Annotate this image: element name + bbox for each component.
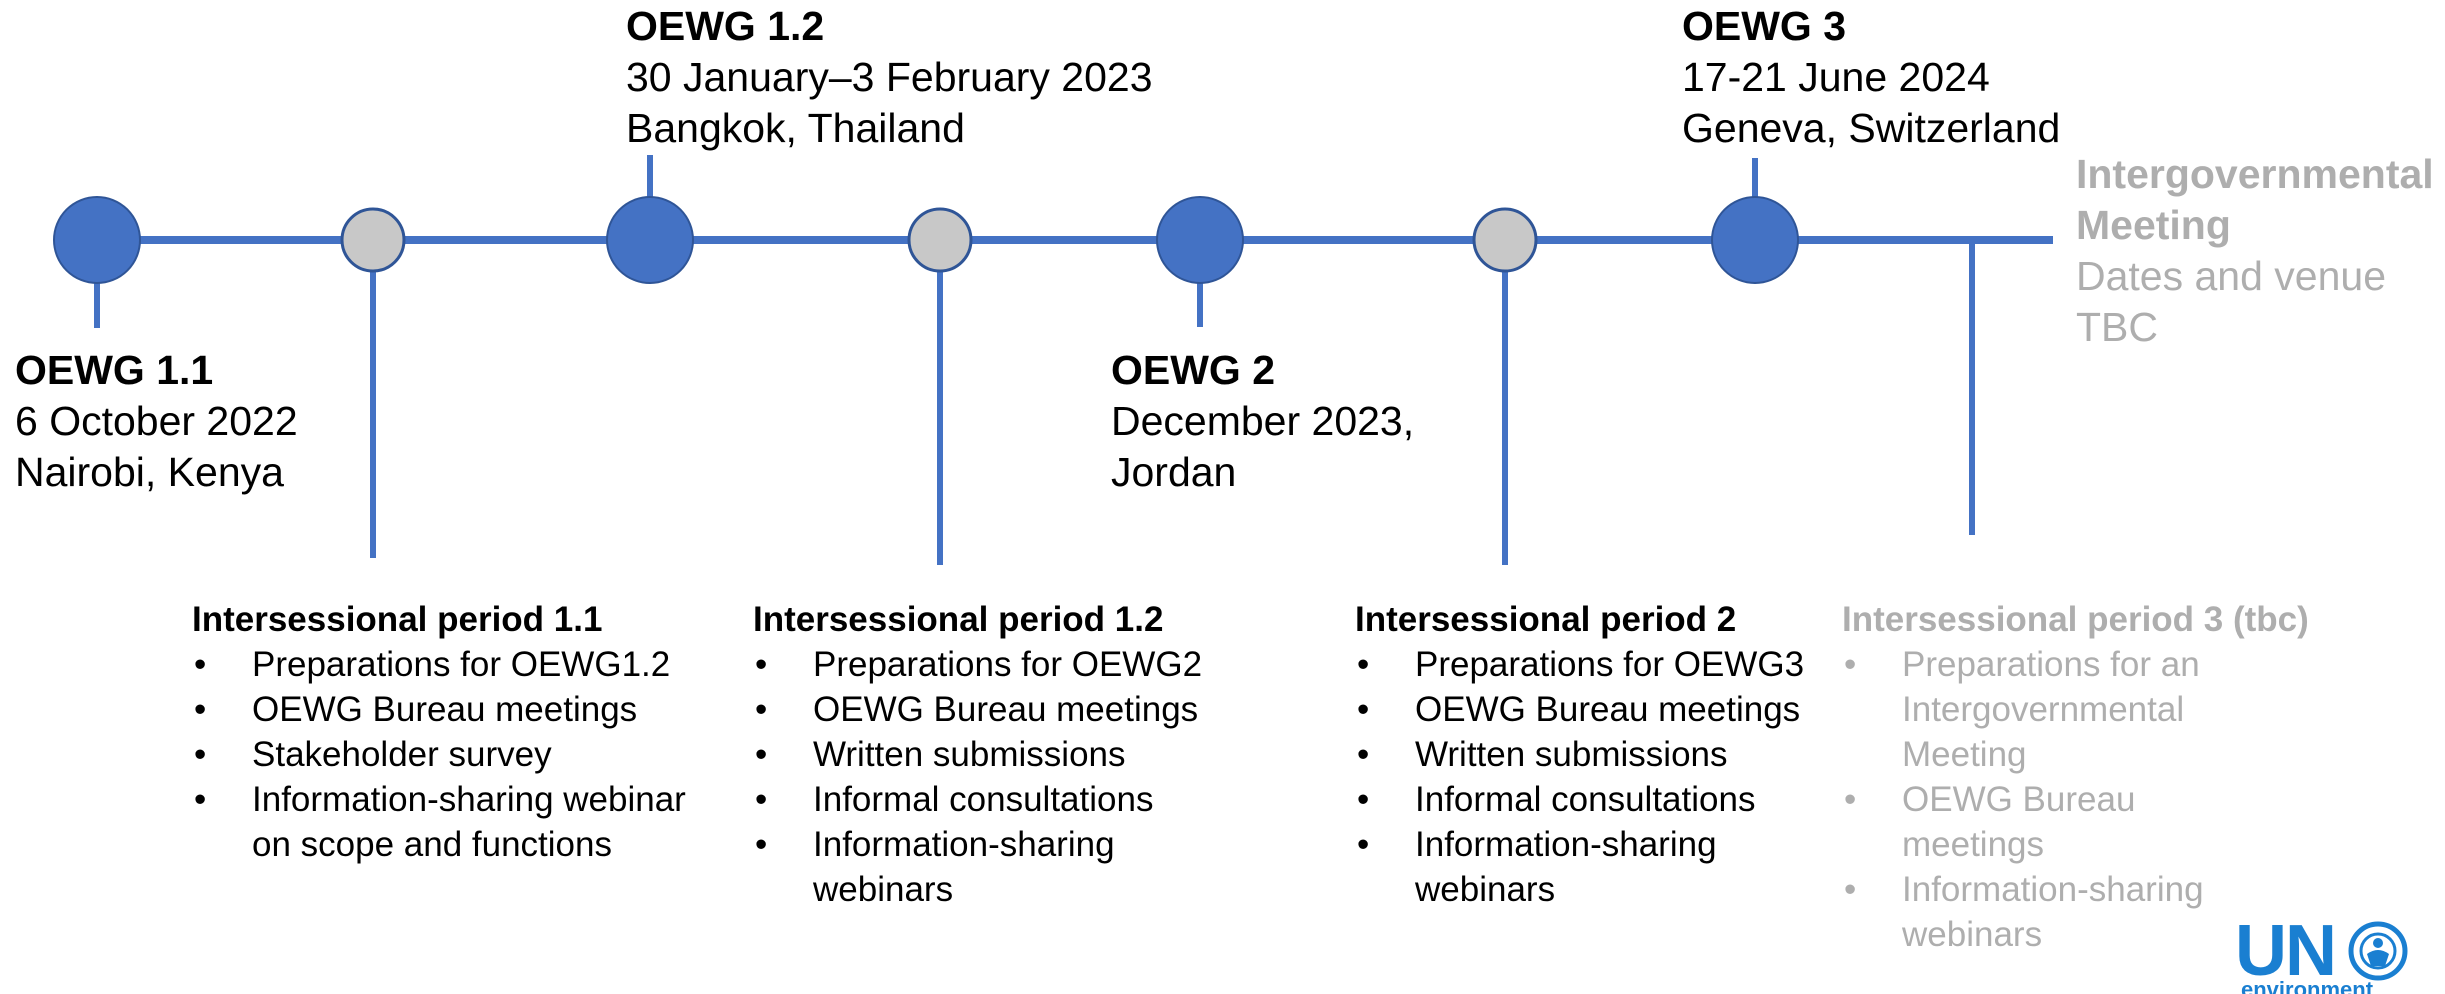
list-item: Preparations for OEWG3 — [1355, 642, 1805, 687]
period-task-list: Preparations for an Intergovernmental Me… — [1842, 642, 2282, 957]
un-environment-emblem-icon — [2348, 921, 2408, 981]
node-oewg-1-1 — [53, 196, 141, 284]
meeting-venue: Dates and venue TBC — [2076, 253, 2387, 350]
list-item: Information-sharing webinars — [753, 822, 1203, 912]
period-2: Intersessional period 2 Preparations for… — [1355, 597, 1805, 912]
list-item: Written submissions — [753, 732, 1203, 777]
period-task-list: Preparations for OEWG1.2 OEWG Bureau mee… — [192, 642, 712, 867]
logo-mark: UN — [2235, 915, 2337, 991]
list-item: Informal consultations — [753, 777, 1203, 822]
node-period-1-2 — [907, 207, 973, 273]
meeting-venue: Jordan — [1111, 449, 1237, 495]
node-period-2 — [1472, 207, 1538, 273]
period-1-2: Intersessional period 1.2 Preparations f… — [753, 597, 1203, 912]
node-oewg-2 — [1156, 196, 1244, 284]
meeting-oewg-3: OEWG 3 17-21 June 2024 Geneva, Switzerla… — [1682, 1, 2060, 154]
list-item: Information-sharing webinars — [1355, 822, 1805, 912]
meeting-venue: Nairobi, Kenya — [15, 449, 284, 495]
period-title: Intersessional period 2 — [1355, 600, 1737, 639]
meeting-date: 6 October 2022 — [15, 398, 298, 444]
meeting-title: OEWG 1.1 — [15, 347, 214, 393]
meeting-oewg-1-2: OEWG 1.2 30 January–3 February 2023 Bang… — [626, 1, 1153, 154]
meeting-title: Intergovernmental Meeting — [2076, 151, 2434, 248]
meeting-title: OEWG 2 — [1111, 347, 1276, 393]
period-title: Intersessional period 1.2 — [753, 600, 1164, 639]
list-item: Preparations for OEWG2 — [753, 642, 1203, 687]
period-task-list: Preparations for OEWG3 OEWG Bureau meeti… — [1355, 642, 1805, 912]
list-item: Written submissions — [1355, 732, 1805, 777]
meeting-venue: Geneva, Switzerland — [1682, 105, 2061, 151]
node-oewg-1-2 — [606, 196, 694, 284]
period-title: Intersessional period 3 (tbc) — [1842, 600, 2309, 639]
meeting-date: December 2023, — [1111, 398, 1415, 444]
list-item: Information-sharing webinar on scope and… — [192, 777, 712, 867]
meeting-date: 17-21 June 2024 — [1682, 54, 1990, 100]
meeting-intergovernmental: Intergovernmental Meeting Dates and venu… — [2076, 149, 2442, 353]
period-task-list: Preparations for OEWG2 OEWG Bureau meeti… — [753, 642, 1203, 912]
list-item: Preparations for OEWG1.2 — [192, 642, 712, 687]
list-item: OEWG Bureau meetings — [753, 687, 1203, 732]
period-1-1: Intersessional period 1.1 Preparations f… — [192, 597, 712, 867]
meeting-title: OEWG 3 — [1682, 3, 1847, 49]
list-item: Information-sharing webinars — [1842, 867, 2282, 957]
un-environment-logo: UN environment — [2235, 915, 2435, 994]
node-period-1-1 — [340, 207, 406, 273]
list-item: OEWG Bureau meetings — [1355, 687, 1805, 732]
meeting-date: 30 January–3 February 2023 — [626, 54, 1153, 100]
list-item: Stakeholder survey — [192, 732, 712, 777]
list-item: Informal consultations — [1355, 777, 1805, 822]
logo-subtitle: environment — [2241, 977, 2374, 994]
list-item: OEWG Bureau meetings — [1842, 777, 2282, 867]
period-title: Intersessional period 1.1 — [192, 600, 603, 639]
list-item: Preparations for an Intergovernmental Me… — [1842, 642, 2282, 777]
meeting-oewg-2: OEWG 2 December 2023, Jordan — [1111, 345, 1414, 498]
node-oewg-3 — [1711, 196, 1799, 284]
list-item: OEWG Bureau meetings — [192, 687, 712, 732]
period-3-tbc: Intersessional period 3 (tbc) Preparatio… — [1842, 597, 2309, 957]
meeting-title: OEWG 1.2 — [626, 3, 825, 49]
meeting-oewg-1-1: OEWG 1.1 6 October 2022 Nairobi, Kenya — [15, 345, 298, 498]
meeting-venue: Bangkok, Thailand — [626, 105, 965, 151]
